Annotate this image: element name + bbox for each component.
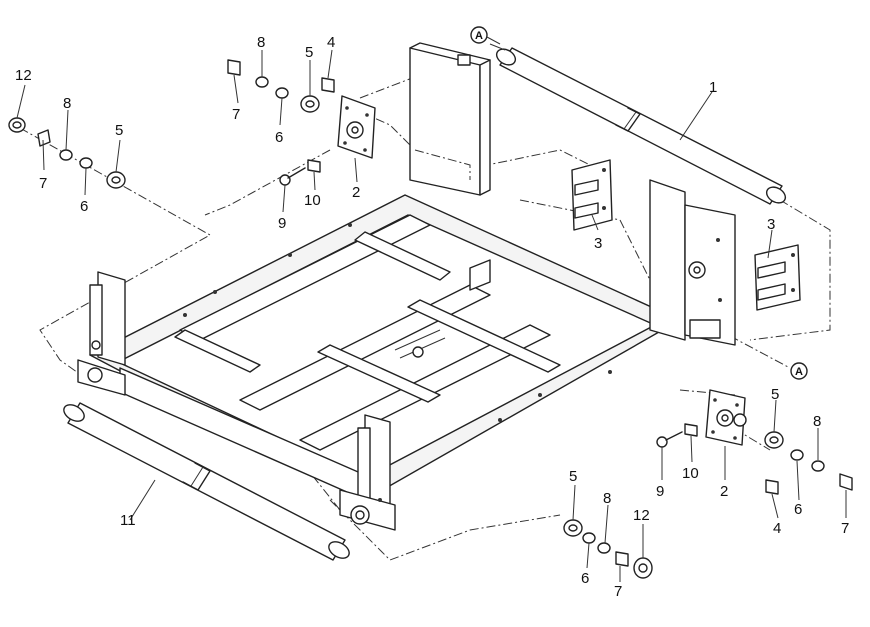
callout-3-left: 3 (594, 235, 602, 252)
hardware-upper-center (227, 59, 335, 186)
callout-2-lower-right: 2 (720, 483, 728, 500)
callout-5-lower-right: 5 (771, 386, 779, 403)
reference-marker-a-top: A (470, 26, 501, 45)
callout-2-upper: 2 (352, 184, 360, 201)
roller-1 (489, 43, 787, 205)
callout-9-upper: 9 (278, 215, 286, 232)
callout-5-bottom: 5 (569, 468, 577, 485)
front-right-upright (339, 414, 396, 531)
svg-text:A: A (795, 366, 803, 378)
callout-3-right: 3 (767, 216, 775, 233)
callout-4-lower-right: 4 (773, 520, 781, 537)
callout-8-left: 8 (63, 95, 71, 112)
svg-text:A: A (475, 30, 483, 42)
rear-left-upright (409, 42, 491, 196)
callout-5-left: 5 (115, 122, 123, 139)
callout-6-upper: 6 (275, 129, 283, 146)
callout-10-upper: 10 (304, 192, 321, 209)
bracket-plate-upper (337, 95, 376, 159)
callout-4-upper: 4 (327, 34, 335, 51)
front-left-upright (77, 271, 126, 396)
callout-7-bottom: 7 (614, 583, 622, 600)
roller-11 (63, 402, 350, 561)
callout-7-lower-right: 7 (841, 520, 849, 537)
chassis-frame (89, 194, 681, 501)
callout-10-lower-right: 10 (682, 465, 699, 482)
callout-7-upper: 7 (232, 106, 240, 123)
callout-8-lower-right: 8 (813, 413, 821, 430)
callout-6-bottom: 6 (581, 570, 589, 587)
clip-plate-right (754, 244, 801, 311)
callout-7-left: 7 (39, 175, 47, 192)
callout-6-lower-right: 6 (794, 501, 802, 518)
callout-11: 11 (120, 512, 136, 529)
callout-12-bottom: 12 (633, 507, 650, 524)
hardware-left (8, 117, 126, 189)
hardware-bottom-center (563, 519, 653, 579)
reference-marker-a-right: A (790, 362, 808, 380)
callout-12-left: 12 (15, 67, 32, 84)
hardware-lower-right (656, 423, 853, 495)
callout-1: 1 (709, 79, 717, 96)
callout-8-bottom: 8 (603, 490, 611, 507)
clip-plate-left (571, 159, 613, 231)
callout-8-upper: 8 (257, 34, 265, 51)
rear-right-upright (649, 179, 736, 346)
callout-6-left: 6 (80, 198, 88, 215)
leader-lines (16, 49, 847, 582)
callout-5-upper: 5 (305, 44, 313, 61)
part-callouts: 12 8 5 7 6 8 5 4 7 6 2 9 10 1 3 3 11 5 8… (15, 34, 849, 600)
callout-9-lower-right: 9 (656, 483, 664, 500)
bracket-plate-lower (705, 389, 747, 446)
